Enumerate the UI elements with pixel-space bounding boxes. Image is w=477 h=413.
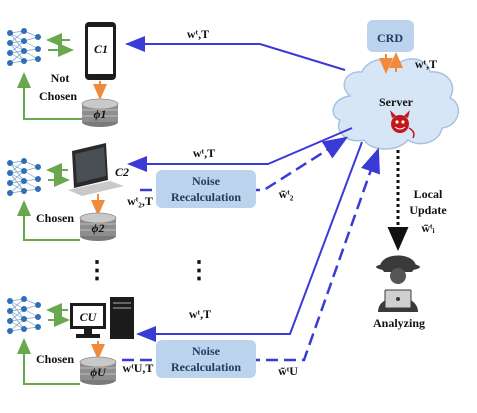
wtilde-i-label: w̃ᵗᵢ [421, 221, 434, 235]
ellipsis-middle: ⋮ [187, 258, 211, 284]
desktop-computer-icon [70, 297, 134, 339]
smartphone-icon [85, 22, 116, 80]
noise-recalc-box-2 [156, 340, 256, 378]
laptop-icon [68, 143, 124, 196]
server-cloud [332, 58, 460, 150]
broadcast-arrow-c2 [127, 127, 353, 172]
wt-T-label-cu: wᵗ,T [189, 307, 211, 321]
client-label-c2: C2 [115, 165, 129, 179]
wtilde-u-label: w̃ᵗU [278, 364, 298, 378]
ellipsis-clients: ⋮ [85, 258, 109, 284]
wtilde-2-label: w̃ᵗ₂ [279, 187, 294, 201]
noise-label-2: Noise [192, 344, 221, 358]
neural-network-icon-2 [6, 157, 42, 197]
green-feedback-2 [17, 200, 80, 241]
wt-T-label-c1: wᵗ,T [187, 27, 209, 41]
client-label-c1: C1 [94, 42, 108, 56]
dataset-label-du: ϕU [90, 365, 107, 379]
chosen-label-1: Chosen [39, 89, 77, 103]
w2-T-label: wᵗ₂,T [127, 194, 153, 208]
wt-T-label-c2: wᵗ,T [193, 146, 215, 160]
hacker-icon [376, 255, 420, 312]
crd-label: CRD [377, 31, 403, 45]
wU-T-label: wᵗU,T [123, 361, 154, 375]
local-label: Local [414, 187, 443, 201]
noise-label-1: Noise [192, 174, 221, 188]
neural-network-icon-1 [6, 27, 42, 67]
wt-T-crd-label: wᵗ,T [415, 57, 437, 71]
broadcast-arrow-cu [136, 141, 363, 342]
devil-icon [390, 110, 415, 139]
green-feedback-1 [17, 72, 82, 120]
broadcast-arrow-c1 [125, 36, 346, 71]
dataset-label-d2: ϕ2 [92, 221, 105, 235]
green-feedback-3 [17, 338, 80, 385]
analyzing-label: Analyzing [373, 316, 425, 330]
recalc-label-2: Recalculation [171, 360, 241, 374]
server-label: Server [379, 95, 414, 109]
neural-network-icon-3 [6, 295, 42, 335]
client-label-cu: CU [80, 310, 98, 324]
update-label: Update [409, 203, 447, 217]
noise-recalc-box-1 [156, 170, 256, 208]
chosen-label-3: Chosen [36, 352, 74, 366]
chosen-label-2: Chosen [36, 211, 74, 225]
crd-box [367, 20, 414, 52]
recalc-label-1: Recalculation [171, 190, 241, 204]
not-label: Not [51, 71, 70, 85]
dataset-label-d1: ϕ1 [94, 107, 107, 121]
